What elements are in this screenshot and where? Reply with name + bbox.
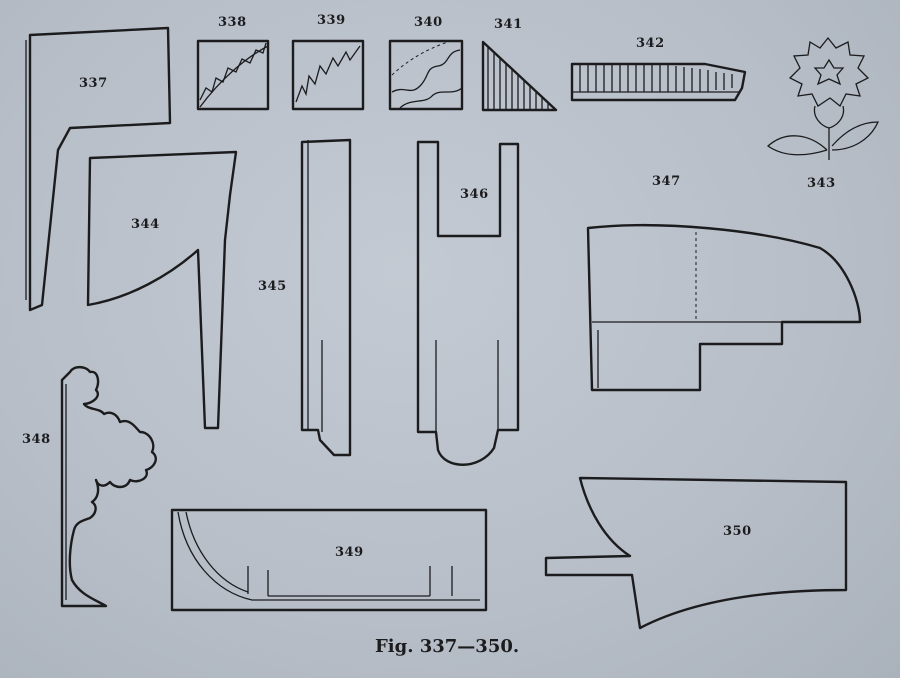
- figure-label-341: 341: [494, 17, 523, 32]
- figure-label-344: 344: [131, 217, 160, 232]
- figure-343-flower: [766, 36, 880, 160]
- figure-caption: Fig. 337—350.: [375, 636, 520, 657]
- figure-label-348: 348: [22, 432, 51, 447]
- figure-348-tree-silhouette: [60, 365, 157, 608]
- figure-344-axe-template: [86, 150, 238, 430]
- figure-340-puzzle-square: [388, 39, 464, 111]
- figure-label-338: 338: [218, 15, 247, 30]
- figure-label-350: 350: [723, 524, 752, 539]
- figure-label-345: 345: [258, 279, 287, 294]
- figure-345-strip: [300, 138, 352, 457]
- figure-346-u-piece: [416, 140, 520, 466]
- figure-label-342: 342: [636, 36, 665, 51]
- figure-347-hull-template: [586, 224, 862, 392]
- figure-341-hatched-triangle: [481, 40, 558, 112]
- figure-label-343: 343: [807, 176, 836, 191]
- figure-label-337: 337: [79, 76, 108, 91]
- figure-337-l-template: [25, 26, 172, 312]
- figure-338-zigzag-square: [196, 39, 270, 111]
- figure-label-349: 349: [335, 545, 364, 560]
- figure-label-346: 346: [460, 187, 489, 202]
- figure-339-toothed-square: [291, 39, 365, 111]
- figure-350-hatchet-template: [544, 476, 848, 630]
- figure-349-long-template: [170, 508, 488, 612]
- figure-label-347: 347: [652, 174, 681, 189]
- figure-342-comb: [570, 62, 747, 102]
- figure-label-340: 340: [414, 15, 443, 30]
- figure-label-339: 339: [317, 13, 346, 28]
